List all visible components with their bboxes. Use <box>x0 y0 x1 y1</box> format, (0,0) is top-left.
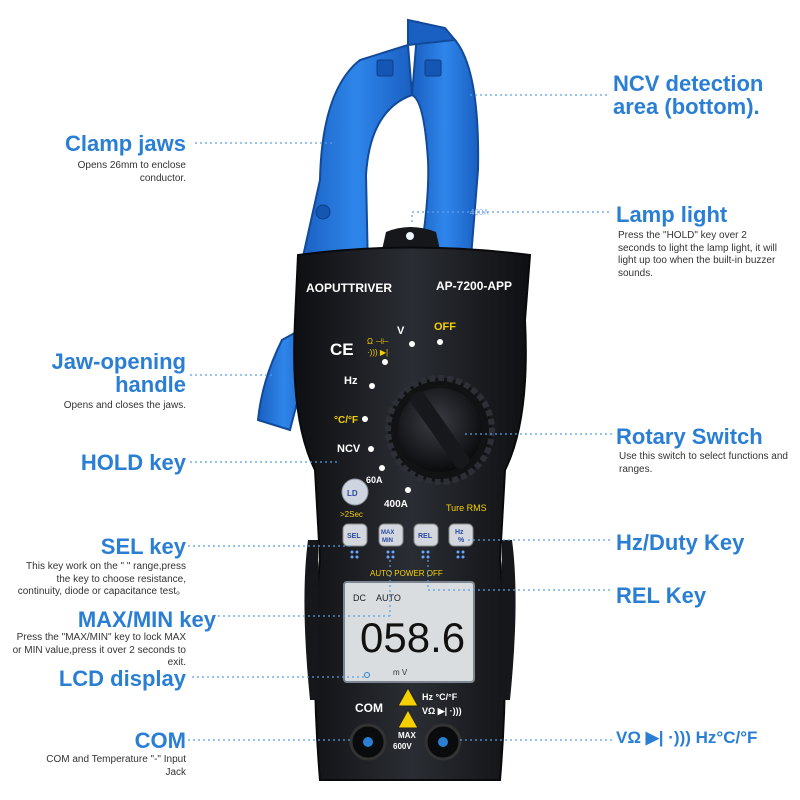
dial-60a-label: 60A <box>366 475 383 485</box>
sel-key-label: SEL <box>347 533 361 540</box>
rel-key[interactable]: REL <box>413 523 439 547</box>
dial-diode-label: ·))) ▶| <box>367 348 388 357</box>
lcd-display: DC AUTO 058.6 m V <box>343 581 475 683</box>
lamp-light <box>406 232 414 240</box>
model-label: AP-7200-APP <box>436 279 512 293</box>
com-callout-title: COM <box>134 728 186 753</box>
jack-right-bottom-label: VΩ ▶| ·))) <box>422 706 462 716</box>
max-v-label: 600V <box>393 742 412 751</box>
maxmin-callout-desc: Press the "MAX/MIN" key to lock MAX or M… <box>12 632 186 668</box>
max-label: MAX <box>398 731 416 740</box>
warning-icon-2 <box>397 708 419 729</box>
lcd-reading: 058.6 <box>360 614 465 661</box>
lamp-callout-desc: Press the "HOLD" key over 2 seconds to l… <box>618 230 777 279</box>
jaw-handle-callout-title: Jaw-opening handle <box>51 349 186 398</box>
rotary-switch[interactable] <box>385 375 495 485</box>
dial-hz-label: Hz <box>344 375 358 387</box>
sel-key[interactable]: SEL <box>342 523 368 547</box>
hz-key-top: Hz <box>455 529 464 536</box>
ce-mark: CE <box>330 340 354 359</box>
warning-icon <box>397 686 419 707</box>
rel-callout-title: REL Key <box>616 583 707 608</box>
dial-ncv-label: NCV <box>337 443 361 455</box>
true-rms-label: Ture RMS <box>446 503 487 513</box>
maxmin-key-top: MAX <box>381 530 394 536</box>
com-callout-desc: COM and Temperature "-" Input Jack <box>46 754 186 778</box>
clamp-callout-title: Clamp jaws <box>64 131 186 156</box>
com-jack-label: COM <box>355 701 383 715</box>
rel-key-label: REL <box>418 533 433 540</box>
hz-key-bottom: % <box>458 537 465 544</box>
hzduty-callout-title: Hz/Duty Key <box>616 530 745 555</box>
dial-temp-label: °C/°F <box>334 415 358 426</box>
maxmin-callout-title: MAX/MIN key <box>77 607 216 632</box>
clamp-callout-desc: Opens 26mm to enclose conductor. <box>77 160 186 184</box>
callout-leader-lines <box>188 94 612 741</box>
rotary-callout-title: Rotary Switch <box>616 424 763 449</box>
hold-callout-title: HOLD key <box>80 450 186 475</box>
maxmin-key-bottom: MIN <box>382 538 393 544</box>
hz-duty-key[interactable]: Hz % <box>448 523 474 547</box>
brand-label: AOPUTTRIVER <box>306 281 392 295</box>
rotary-callout-desc: Use this switch to select functions and … <box>619 451 788 475</box>
lamp-hint-label: >2Sec <box>340 510 363 519</box>
maxmin-key[interactable]: MAX MIN <box>378 523 404 547</box>
ncv-callout-title: NCV detection area (bottom). <box>613 71 764 120</box>
com-jack[interactable] <box>349 723 387 761</box>
lcd-auto: AUTO <box>376 593 401 603</box>
dial-400a-label: 400A <box>384 499 408 510</box>
lcd-unit: m V <box>393 668 408 677</box>
lamp-callout-title: Lamp light <box>616 202 728 227</box>
clamp-jaws: 400A <box>298 18 489 271</box>
hold-key-label: LD <box>347 489 358 498</box>
v-jack[interactable] <box>424 723 462 761</box>
jaw-range-mark: 400A <box>470 208 489 217</box>
auto-power-off-label: AUTO POWER OFF <box>370 569 443 578</box>
sel-callout-desc: This key work on the " " range,press the… <box>17 561 186 597</box>
jack-right-top-label: Hz °C/°F <box>422 692 458 702</box>
vjack-callout-title: VΩ ▶| ·))) Hz°C/°F <box>616 728 758 747</box>
lcd-callout-title: LCD display <box>58 666 186 691</box>
hold-key[interactable]: LD <box>341 478 369 506</box>
jaw-handle-callout-desc: Opens and closes the jaws. <box>63 400 186 411</box>
dial-v-label: V <box>397 325 405 337</box>
dial-ohm-label: Ω ⊣⊢ <box>367 337 389 346</box>
dial-off-label: OFF <box>434 321 456 333</box>
lcd-dc: DC <box>353 593 366 603</box>
sel-callout-title: SEL key <box>100 534 186 559</box>
